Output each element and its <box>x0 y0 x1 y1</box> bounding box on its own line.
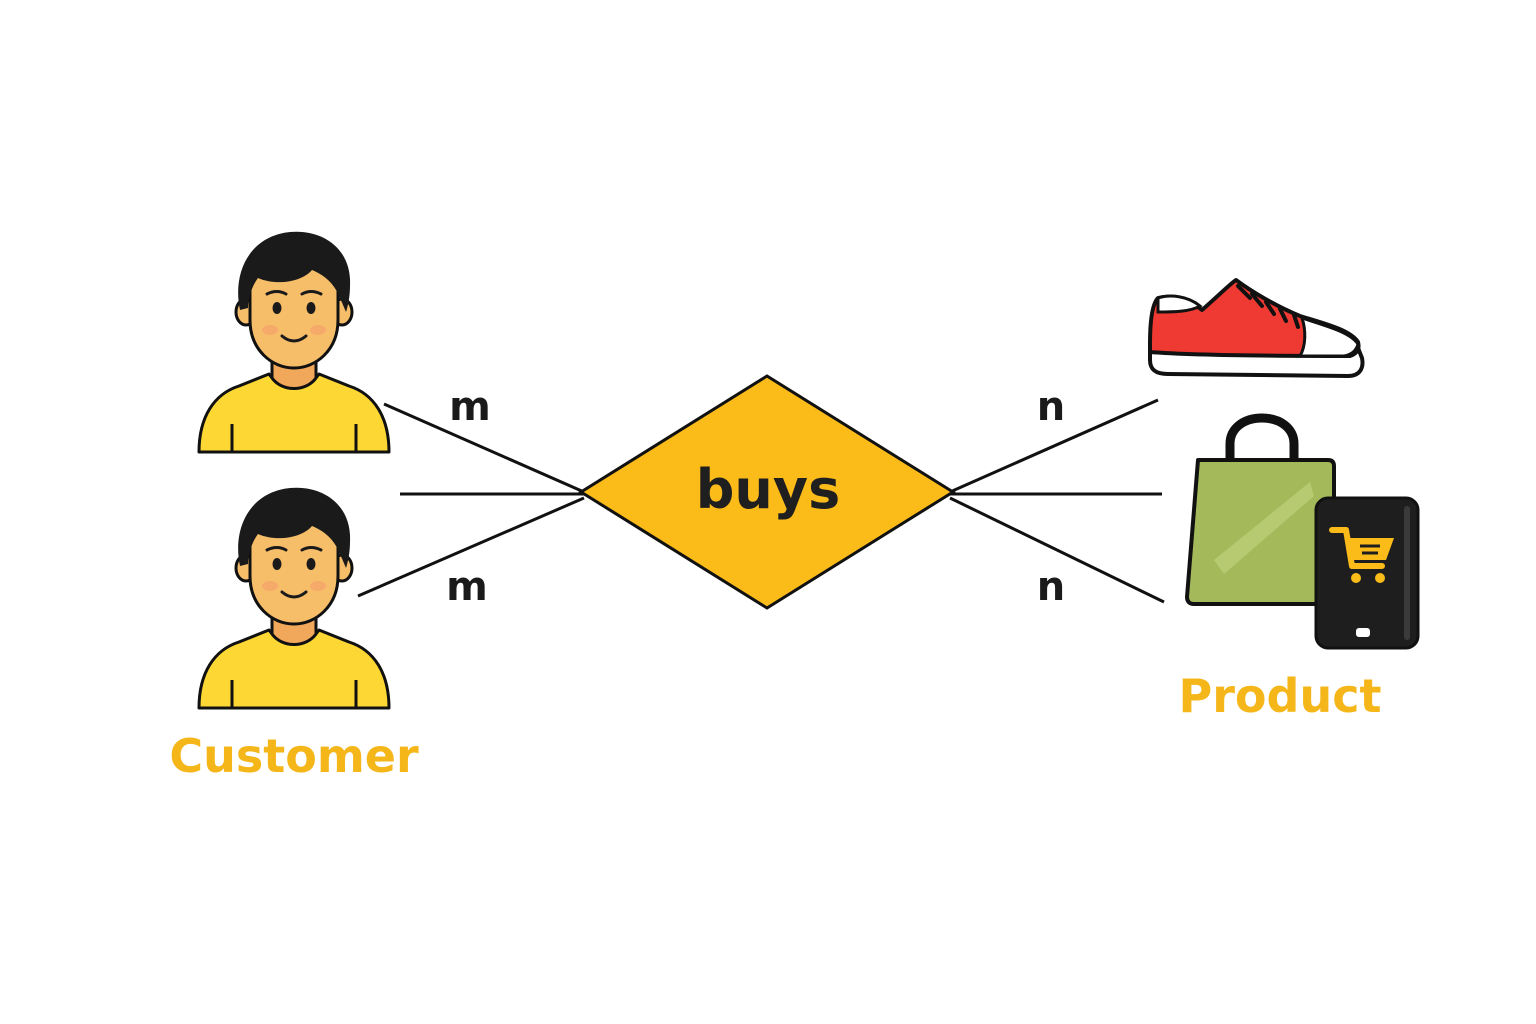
relationship-label: buys <box>696 458 840 521</box>
left-connectors <box>357 402 585 598</box>
shopping-bag-icon <box>1185 413 1336 606</box>
cardinality-left-bottom: m <box>446 564 488 610</box>
customer-person-icon-1 <box>197 230 391 454</box>
customer-entity-label[interactable]: Customer <box>169 729 419 783</box>
customer-person-icon-2 <box>197 486 391 710</box>
smartphone-cart-icon <box>1314 496 1420 650</box>
diamond-shape <box>578 374 956 610</box>
connector-left-bottom <box>357 496 585 598</box>
relationship-diamond[interactable]: buys <box>578 374 956 610</box>
product-entity-label[interactable]: Product <box>1179 669 1382 723</box>
cardinality-right-top: n <box>1037 384 1065 430</box>
connector-right-bottom <box>949 496 1165 604</box>
cardinality-left-top: m <box>449 384 491 430</box>
sneaker-icon <box>1148 278 1365 378</box>
cardinality-right-bottom: n <box>1037 564 1065 610</box>
connector-right-top <box>949 398 1159 494</box>
connector-left-top <box>383 402 585 494</box>
right-connectors <box>949 398 1165 604</box>
